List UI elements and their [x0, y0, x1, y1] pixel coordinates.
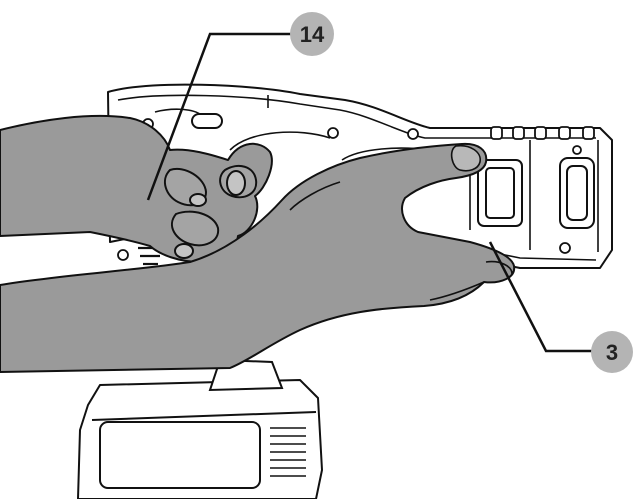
housing-slot — [191, 113, 223, 129]
battery-pack — [77, 379, 323, 499]
callout-14: 14 — [290, 12, 334, 56]
callout-3-bubble — [591, 331, 633, 373]
side-button-windows — [477, 157, 595, 229]
callout-3: 3 — [591, 331, 633, 373]
callout-14-bubble — [290, 12, 334, 56]
callout-3-label: 3 — [606, 340, 618, 365]
callout-14-leader — [146, 32, 292, 201]
callout-leaders — [146, 32, 598, 353]
callout-14-label: 14 — [300, 22, 325, 47]
left-hand-fingers — [163, 164, 258, 259]
housing-contours — [117, 94, 599, 261]
right-hand — [0, 142, 516, 373]
right-hand-details — [289, 144, 513, 301]
nose-bumps — [490, 126, 595, 140]
battery-ribs — [270, 427, 306, 477]
callout-3-leader — [488, 241, 598, 353]
